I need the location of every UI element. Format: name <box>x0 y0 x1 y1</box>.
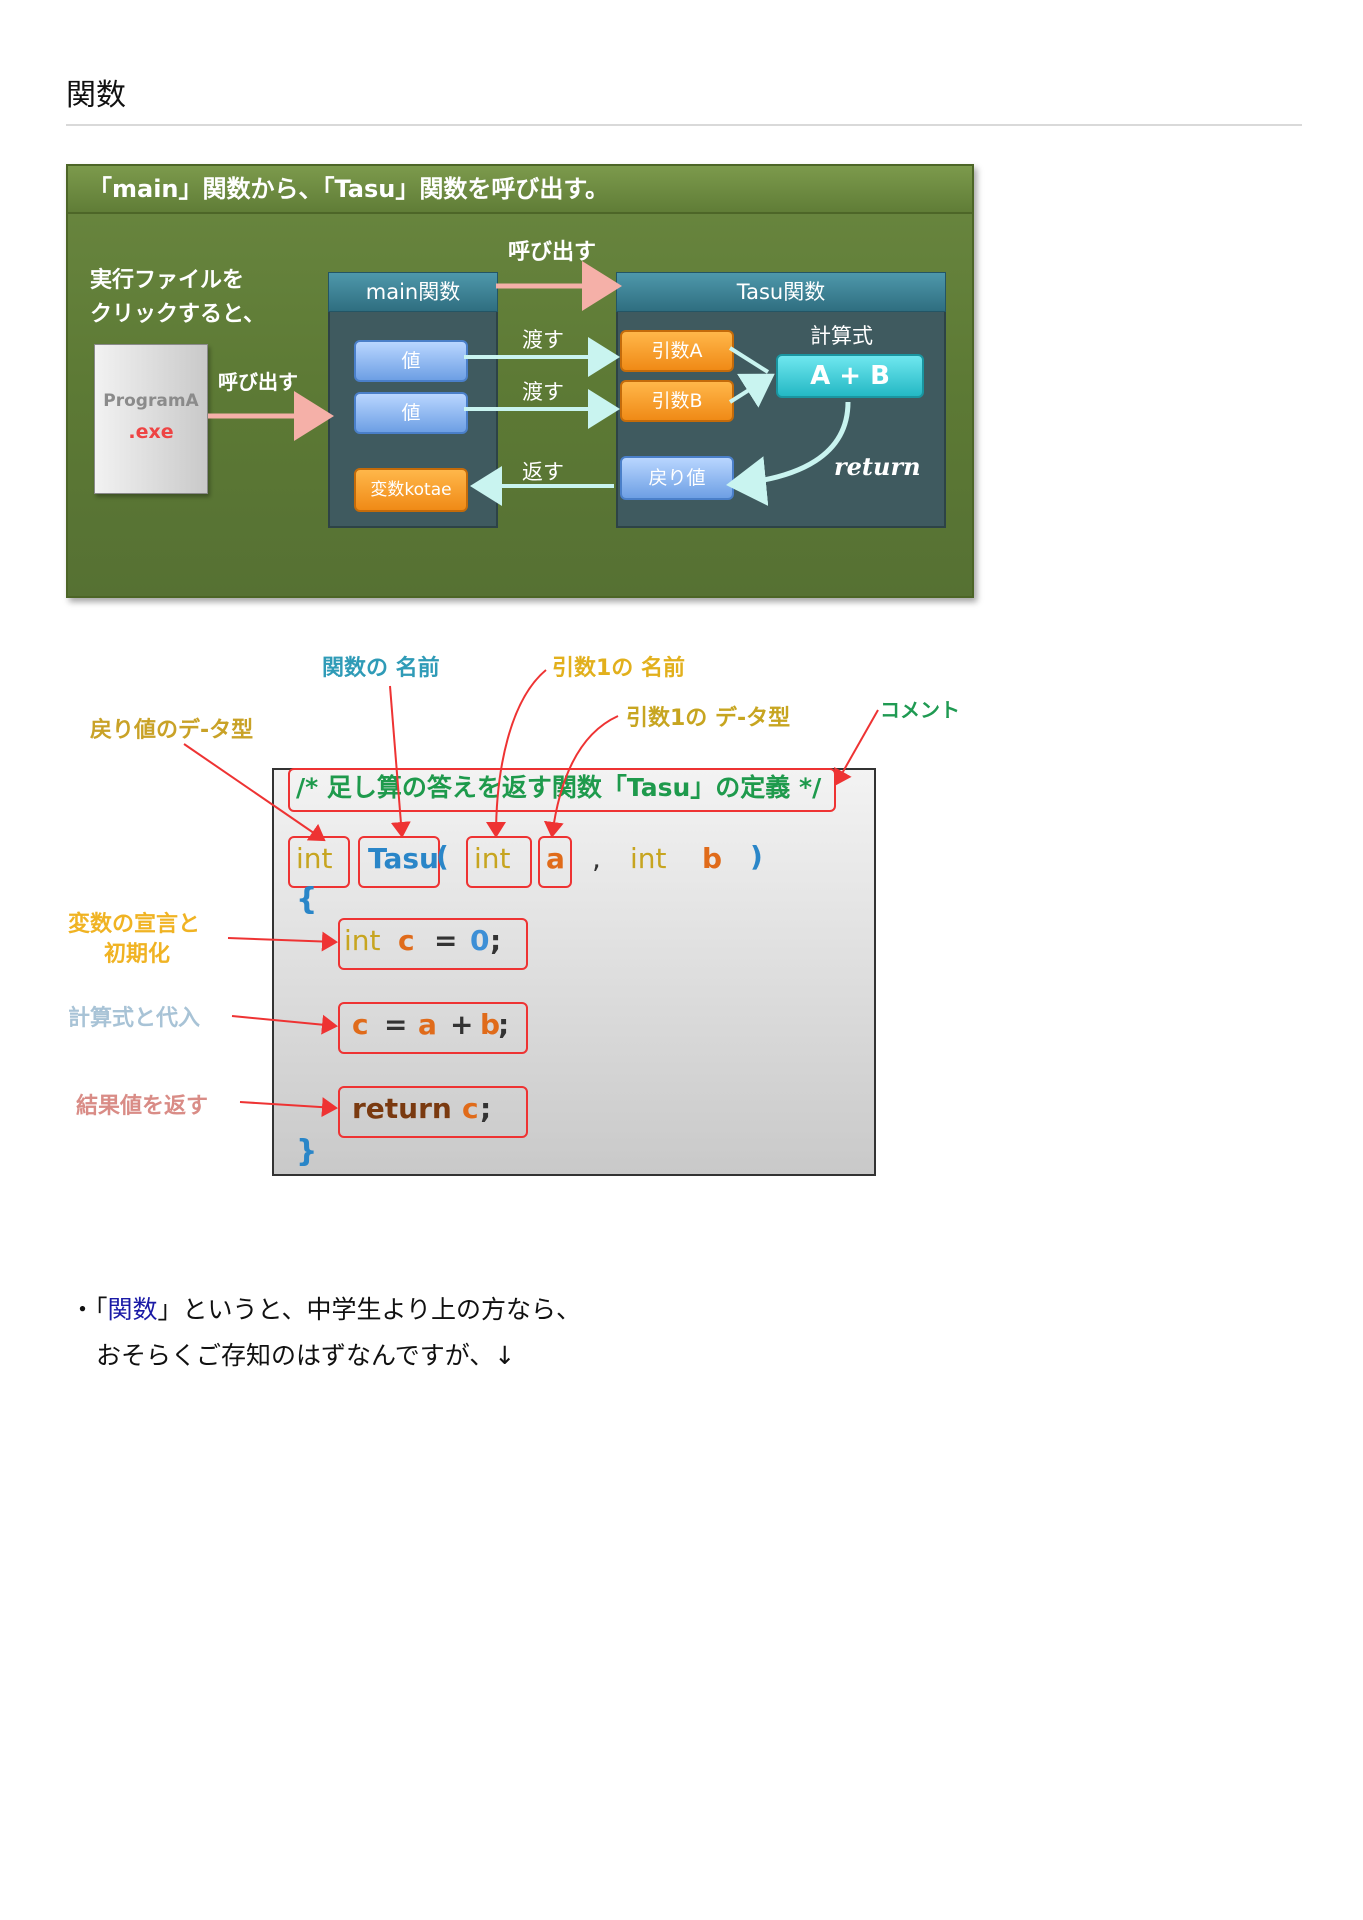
label-arg1-type: 引数1の デ-タ型 <box>626 706 791 731</box>
function-call-diagram: 「main」関数から、「Tasu」関数を呼び出す。 実行ファイルを クリックする… <box>66 164 974 598</box>
label-comment: コメント <box>880 698 960 722</box>
code-tasu: Tasu <box>368 842 439 875</box>
paragraph-text-1: 」というと、中学生より上の方なら、 <box>157 1295 582 1324</box>
label-func-name: 関数の 名前 <box>322 656 440 681</box>
pass-label-2: 渡す <box>522 380 564 404</box>
code-panel: /* 足し算の答えを返す関数「Tasu」の定義 */ int Tasu ( in… <box>272 768 876 1176</box>
code-line1-zero: 0 <box>470 924 490 957</box>
code-line3-c: c <box>462 1092 479 1125</box>
arg-a-arrow <box>728 346 770 374</box>
paragraph-line-1: ・「関数」というと、中学生より上の方なら、 <box>70 1290 581 1326</box>
label-declare-2: 初期化 <box>104 942 171 967</box>
code-line2-a: a <box>418 1008 437 1041</box>
code-b: b <box>702 842 723 875</box>
arrow-return <box>239 1097 338 1118</box>
code-line1-semi: ; <box>490 924 502 957</box>
file-name: ProgramA <box>103 391 199 411</box>
label-arg1-name: 引数1の 名前 <box>552 656 685 681</box>
label-calc: 計算式と代入 <box>68 1006 201 1031</box>
code-brace-close: } <box>296 1134 318 1169</box>
paragraph-line-2: おそらくご存知のはずなんですが、↓ <box>96 1341 516 1370</box>
call-label-top: 呼び出す <box>508 239 597 265</box>
formula-box: A + B <box>776 354 924 398</box>
formula-return-arrow <box>726 401 851 506</box>
code-int-2: int <box>474 842 511 875</box>
bullet-text: ・「 <box>70 1295 108 1324</box>
diagram1-arrows <box>208 261 851 506</box>
code-brace-open: { <box>296 882 318 917</box>
comment-box <box>288 768 836 812</box>
page-title: 関数 <box>66 78 126 113</box>
code-line1-int: int <box>344 924 381 957</box>
intro-text-2: クリックすると、 <box>90 301 266 327</box>
arrow-calc <box>231 1014 338 1035</box>
return-word: return <box>834 452 921 481</box>
code-line3-semi: ; <box>480 1092 492 1125</box>
code-line1-c: c <box>398 924 415 957</box>
code-line2-eq: = <box>384 1008 408 1041</box>
box-line-3 <box>338 1086 528 1138</box>
label-return: 結果値を返す <box>76 1094 209 1119</box>
code-line2-c: c <box>352 1008 369 1041</box>
function-link[interactable]: 関数 <box>107 1295 158 1324</box>
return-value-box: 戻り値 <box>620 456 734 500</box>
arrow-declare <box>227 931 338 952</box>
diagram-header: 「main」関数から、「Tasu」関数を呼び出す。 <box>68 166 972 214</box>
arg-a-box: 引数A <box>620 330 734 372</box>
code-paren-close: ) <box>750 840 763 873</box>
title-divider <box>66 124 1302 126</box>
arrow-arg1-name <box>486 669 547 838</box>
value-box-1: 値 <box>354 340 468 382</box>
formula-title: 計算式 <box>810 324 873 348</box>
code-line2-plus: + <box>450 1008 474 1041</box>
var-kotae-box: 変数kotae <box>354 468 468 512</box>
arrow-comment <box>834 709 879 786</box>
code-a: a <box>546 842 565 875</box>
arrow-arg1-type <box>543 715 619 838</box>
arrow-func-name <box>389 685 411 838</box>
arg-b-arrow <box>728 373 775 408</box>
return-label: 返す <box>522 460 564 484</box>
code-int-3: int <box>630 842 667 875</box>
intro-text-1: 実行ファイルを <box>90 267 245 293</box>
code-int-1: int <box>296 842 333 875</box>
tasu-function-panel: Tasu関数 引数A 引数B 計算式 A + B 戻り値 return <box>616 272 946 528</box>
code-line2-semi: ; <box>498 1008 510 1041</box>
code-line2-b: b <box>480 1008 501 1041</box>
code-comma: , <box>592 842 601 875</box>
call-label-left: 呼び出す <box>218 370 298 394</box>
arg-b-box: 引数B <box>620 380 734 422</box>
pass-label-1: 渡す <box>522 328 564 352</box>
code-paren-open: ( <box>436 840 449 873</box>
tasu-function-title: Tasu関数 <box>616 272 946 312</box>
main-function-title: main関数 <box>328 272 498 312</box>
arrow-return-type <box>183 743 326 842</box>
box-line-2 <box>338 1002 528 1054</box>
file-ext: .exe <box>128 421 174 443</box>
exe-file-icon: ProgramA .exe <box>94 344 208 494</box>
label-declare-1: 変数の宣言と <box>68 912 201 937</box>
value-box-2: 値 <box>354 392 468 434</box>
box-line-1 <box>338 918 528 970</box>
label-return-type: 戻り値のデ-タ型 <box>90 718 254 743</box>
code-line1-eq: = <box>434 924 458 957</box>
code-line3-return: return <box>352 1092 452 1125</box>
